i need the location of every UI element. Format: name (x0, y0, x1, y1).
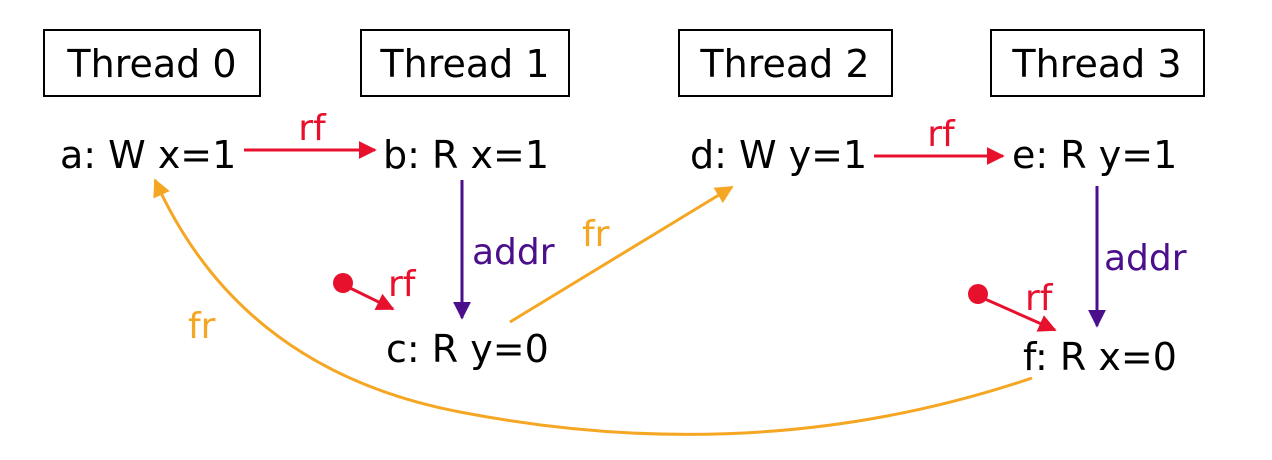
edge-label-d-e: rf (927, 114, 956, 155)
edge-d-e: rf (874, 114, 1005, 165)
initial-state-dot-f (968, 284, 988, 304)
edge-a-b: rf (244, 108, 377, 159)
edge-label-f-a: fr (188, 306, 216, 347)
event-c: c: R y=0 (386, 327, 549, 371)
thread-header-2: Thread 2 (678, 29, 893, 97)
edge-label-e-f: addr (1104, 238, 1187, 279)
thread-label-0: Thread 0 (66, 42, 236, 86)
thread-header-0: Thread 0 (43, 29, 261, 97)
event-a: a: W x=1 (60, 133, 236, 177)
edge-e-f: addr (1088, 186, 1187, 328)
edge-label-init-f: rf (1025, 278, 1054, 319)
edge-init-f: rf (968, 278, 1057, 332)
edge-b-c: addr (453, 180, 555, 320)
edge-label-c-d: fr (582, 214, 610, 255)
event-b: b: R x=1 (383, 133, 549, 177)
thread-header-3: Thread 3 (990, 29, 1205, 97)
edge-label-a-b: rf (298, 108, 327, 149)
thread-label-2: Thread 2 (699, 42, 869, 86)
event-f: f: R x=0 (1023, 335, 1177, 379)
edge-init-c: rf (333, 264, 417, 311)
event-e: e: R y=1 (1012, 133, 1177, 177)
edge-c-d: fr (509, 185, 734, 324)
thread-label-1: Thread 1 (379, 42, 549, 86)
initial-state-dot-c (333, 273, 353, 293)
edge-label-init-c: rf (388, 264, 417, 305)
thread-label-3: Thread 3 (1011, 42, 1181, 86)
edge-label-b-c: addr (472, 232, 555, 273)
thread-header-1: Thread 1 (360, 29, 570, 97)
edge-f-a: fr (153, 178, 1033, 436)
event-d: d: W y=1 (690, 133, 867, 177)
